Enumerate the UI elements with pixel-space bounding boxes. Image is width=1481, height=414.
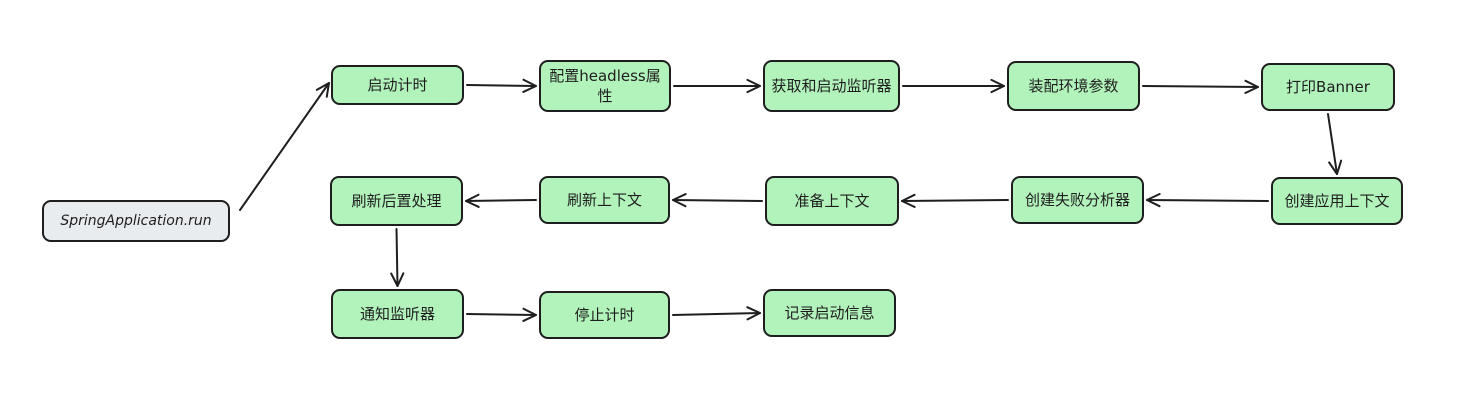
node-label: SpringApplication.run [60, 213, 212, 229]
arrowhead [1146, 193, 1161, 208]
arrowhead [522, 78, 537, 93]
node-prepare-environment[interactable]: 装配环境参数 [1007, 61, 1140, 111]
arrowhead [315, 82, 330, 98]
arrow-prepare_context-to-refresh_context [672, 199, 763, 202]
node-label: 通知监听器 [359, 305, 435, 323]
node-after-refresh[interactable]: 刷新后置处理 [330, 176, 463, 226]
arrow-create_context-to-create_failure_analyzer [1146, 199, 1269, 202]
arrow-start-to-start_timer [239, 82, 330, 211]
node-label: 获取和启动监听器 [771, 77, 892, 95]
node-log-startup-info[interactable]: 记录启动信息 [763, 289, 896, 337]
arrowhead [746, 306, 761, 321]
arrowhead [672, 193, 687, 208]
arrowhead [390, 272, 405, 287]
node-label: 配置headless属性 [549, 67, 661, 105]
node-label: 准备上下文 [794, 192, 870, 210]
arrow-create_failure_analyzer-to-prepare_context [901, 199, 1009, 202]
arrowhead [1244, 79, 1259, 94]
arrow-notify_listeners-to-stop_timer [466, 313, 537, 316]
node-prepare-context[interactable]: 准备上下文 [765, 176, 899, 226]
arrowhead [990, 78, 1005, 94]
node-label: 装配环境参数 [1028, 77, 1119, 95]
node-refresh-context[interactable]: 刷新上下文 [539, 176, 670, 224]
node-notify-listeners[interactable]: 通知监听器 [331, 289, 464, 339]
arrow-stop_timer-to-log_startup_info [672, 312, 761, 316]
node-label: 停止计时 [574, 306, 635, 324]
node-print-banner[interactable]: 打印Banner [1261, 63, 1395, 111]
arrowhead [746, 78, 761, 94]
node-label: 打印Banner [1286, 78, 1370, 96]
node-config-headless[interactable]: 配置headless属性 [539, 60, 671, 112]
node-label: 创建失败分析器 [1024, 191, 1130, 209]
arrow-after_refresh-to-notify_listeners [395, 228, 399, 287]
arrow-prepare_environment-to-print_banner [1142, 85, 1259, 88]
node-label: 记录启动信息 [784, 304, 875, 322]
node-start-timer[interactable]: 启动计时 [331, 65, 464, 105]
node-stop-timer[interactable]: 停止计时 [539, 291, 670, 339]
node-create-failure-analyzer[interactable]: 创建失败分析器 [1011, 176, 1144, 224]
node-get-start-listeners[interactable]: 获取和启动监听器 [763, 60, 900, 112]
arrowhead [901, 193, 916, 208]
node-label: 启动计时 [367, 76, 428, 94]
node-label: 刷新后置处理 [351, 192, 442, 210]
node-create-application-context[interactable]: 创建应用上下文 [1271, 177, 1403, 225]
arrowhead [522, 307, 537, 322]
node-springapplication-run[interactable]: SpringApplication.run [42, 200, 230, 242]
node-label: 创建应用上下文 [1284, 192, 1390, 210]
arrow-start_timer-to-config_headless [466, 84, 537, 87]
arrowhead [1328, 159, 1343, 175]
arrowhead [465, 193, 480, 208]
arrow-print_banner-to-create_context [1327, 113, 1338, 175]
node-label: 刷新上下文 [566, 191, 642, 209]
arrow-refresh_context-to-after_refresh [465, 199, 537, 202]
